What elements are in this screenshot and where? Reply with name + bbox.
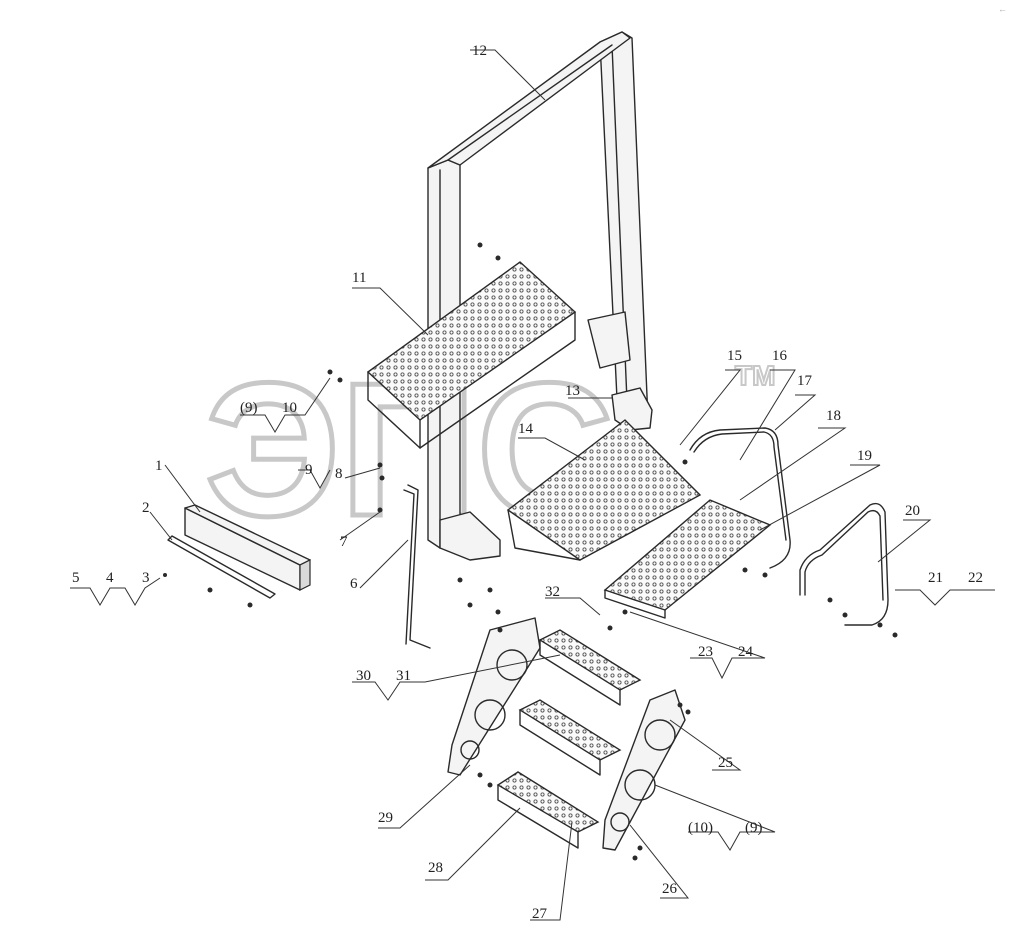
callout-15: 15 bbox=[727, 348, 742, 364]
callouts: 1 2 3 4 5 6 7 8 9 (9) 10 11 12 13 14 15 … bbox=[72, 43, 983, 922]
corner-mark: ← bbox=[998, 4, 1007, 14]
ladder-assembly bbox=[447, 617, 686, 851]
callout-21: 21 bbox=[928, 570, 943, 586]
callout-17: 17 bbox=[797, 373, 813, 389]
callout-1: 1 bbox=[155, 458, 163, 474]
callout-24: 24 bbox=[738, 644, 754, 660]
callout-9-paren-2: (9) bbox=[745, 820, 763, 836]
callout-28: 28 bbox=[428, 860, 443, 876]
cross-beam bbox=[167, 504, 311, 599]
callout-6: 6 bbox=[350, 576, 358, 592]
callout-12: 12 bbox=[472, 43, 487, 59]
callout-2: 2 bbox=[142, 500, 150, 516]
callout-5: 5 bbox=[72, 570, 80, 586]
callout-3: 3 bbox=[142, 570, 150, 586]
callout-13: 13 bbox=[565, 383, 580, 399]
handrail-upper bbox=[689, 427, 791, 569]
callout-22: 22 bbox=[968, 570, 983, 586]
support-rod bbox=[403, 484, 431, 649]
callout-9: 9 bbox=[305, 462, 313, 478]
watermark-trademark: TM bbox=[735, 360, 775, 391]
callout-26: 26 bbox=[662, 881, 678, 897]
callout-20: 20 bbox=[905, 503, 920, 519]
callout-10: 10 bbox=[282, 400, 297, 416]
callout-30: 30 bbox=[356, 668, 371, 684]
callout-25: 25 bbox=[718, 755, 733, 771]
callout-29: 29 bbox=[378, 810, 393, 826]
callout-27: 27 bbox=[532, 906, 548, 922]
callout-31: 31 bbox=[396, 668, 411, 684]
callout-11: 11 bbox=[352, 270, 366, 286]
callout-14: 14 bbox=[518, 421, 534, 437]
callout-7: 7 bbox=[340, 534, 348, 550]
handrail-side bbox=[799, 502, 889, 626]
fasteners bbox=[163, 242, 898, 861]
middle-platform bbox=[506, 419, 702, 561]
callout-8: 8 bbox=[335, 466, 343, 482]
callout-18: 18 bbox=[826, 408, 841, 424]
upper-shelf bbox=[366, 261, 577, 449]
callout-16: 16 bbox=[772, 348, 788, 364]
callout-9-paren: (9) bbox=[240, 400, 258, 416]
main-frame bbox=[427, 31, 653, 561]
callout-10-paren: (10) bbox=[688, 820, 713, 836]
leader-lines bbox=[70, 49, 995, 921]
callout-19: 19 bbox=[857, 448, 872, 464]
callout-4: 4 bbox=[106, 570, 114, 586]
callout-23: 23 bbox=[698, 644, 713, 660]
callout-32: 32 bbox=[545, 584, 560, 600]
